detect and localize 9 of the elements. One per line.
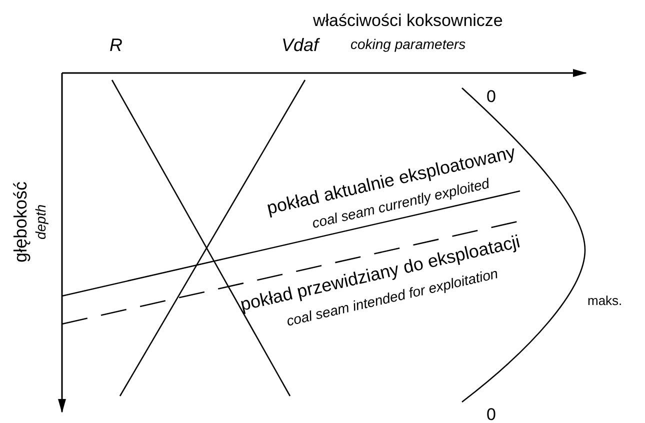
axis-title: głębokość — [11, 181, 30, 263]
axis-label: Vdaf — [282, 36, 319, 54]
curve-label: 0 — [486, 406, 496, 422]
curve-label: 0 — [486, 88, 496, 104]
axis-title: właściwości koksownicze — [313, 12, 503, 28]
axis-label: R — [110, 36, 122, 54]
axis-subtitle: depth — [33, 204, 48, 240]
axis-subtitle: coking parameters — [350, 37, 466, 51]
curve-label: maks. — [588, 294, 622, 306]
